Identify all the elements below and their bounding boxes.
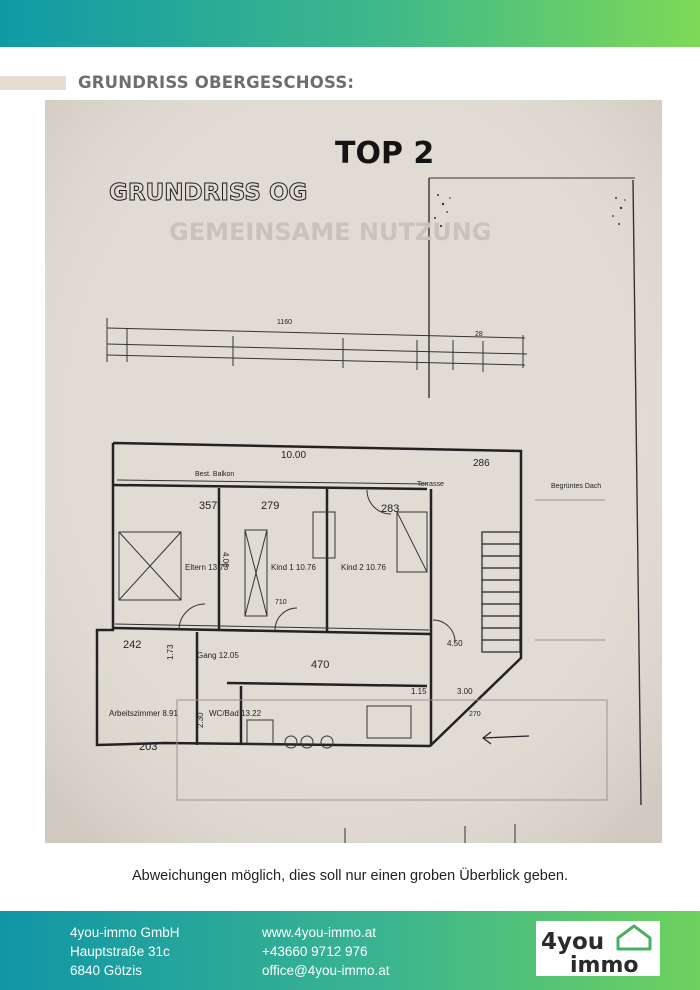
dim-10-00: 10.00 bbox=[281, 450, 306, 461]
annotation-balkon: Best. Balkon bbox=[195, 471, 234, 478]
room-label-kind1: Kind 1 10.76 bbox=[271, 563, 316, 572]
dim-357: 357 bbox=[199, 500, 217, 512]
caption: Abweichungen möglich, dies soll nur eine… bbox=[131, 868, 569, 884]
dim-203: 203 bbox=[139, 741, 157, 753]
annotation-dach: Begrüntes Dach bbox=[551, 483, 601, 490]
footer-address: 4you-immo GmbH Hauptstraße 31c 6840 Götz… bbox=[70, 923, 180, 980]
dim-242: 242 bbox=[123, 639, 141, 651]
dim-2-30: 2.30 bbox=[196, 712, 205, 728]
dim-270: 270 bbox=[469, 711, 481, 718]
footer-contact: www.4you-immo.at +43660 9712 976 office@… bbox=[262, 923, 390, 980]
top-gradient-band bbox=[0, 0, 700, 47]
footer-company: 4you-immo GmbH bbox=[70, 925, 180, 940]
room-label-kind2: Kind 2 10.76 bbox=[341, 563, 386, 572]
floor-plan-photo: TOP 2 GRUNDRISS OG GEMEINSAME NUTZUNG 11… bbox=[45, 100, 662, 843]
faded-label: GEMEINSAME NUTZUNG bbox=[169, 218, 492, 246]
room-label-eltern: Eltern 13.73 bbox=[185, 563, 229, 572]
dim-470: 470 bbox=[311, 659, 329, 671]
section-header: GRUNDRISS OBERGESCHOSS: bbox=[0, 72, 700, 94]
dim-286: 286 bbox=[473, 458, 490, 469]
footer-city: 6840 Götzis bbox=[70, 963, 143, 978]
footer-email-link[interactable]: office@4you-immo.at bbox=[262, 963, 390, 978]
dim-4-06: 4.06 bbox=[221, 552, 230, 568]
house-icon bbox=[616, 924, 652, 951]
footer-phone-link[interactable]: +43660 9712 976 bbox=[262, 944, 368, 959]
footer: 4you-immo GmbH Hauptstraße 31c 6840 Götz… bbox=[0, 911, 700, 990]
footer-website-link[interactable]: www.4you-immo.at bbox=[262, 925, 377, 940]
logo-line2: immo bbox=[570, 953, 639, 976]
section-title: GRUNDRISS OBERGESCHOSS: bbox=[78, 73, 355, 92]
dim-710: 710 bbox=[275, 599, 287, 606]
brand-logo: 4you immo bbox=[536, 921, 660, 976]
annotation-terrasse: Terrasse bbox=[417, 481, 444, 488]
room-label-wcbad: WC/Bad 13.22 bbox=[209, 709, 262, 718]
footer-street: Hauptstraße 31c bbox=[70, 944, 170, 959]
dim-4-50: 4.50 bbox=[447, 639, 463, 648]
logo-line1: 4you bbox=[541, 929, 604, 955]
dim-279: 279 bbox=[261, 500, 279, 512]
room-label-arbeitszimmer: Arbeitszimmer 8.91 bbox=[109, 709, 178, 718]
section-accent-bar bbox=[0, 76, 66, 90]
dim-1160: 1160 bbox=[277, 319, 292, 326]
dim-1-73: 1.73 bbox=[166, 644, 175, 660]
dim-3-00: 3.00 bbox=[457, 687, 473, 696]
dim-28: 28 bbox=[475, 331, 483, 338]
dim-1-15: 1.15 bbox=[411, 687, 427, 696]
floor-plan-drawing: TOP 2 GRUNDRISS OG GEMEINSAME NUTZUNG 11… bbox=[45, 100, 662, 843]
stamp-label: GRUNDRISS OG bbox=[109, 180, 307, 206]
top-label: TOP 2 bbox=[335, 136, 434, 171]
dim-283: 283 bbox=[381, 503, 399, 515]
room-label-gang: Gang 12.05 bbox=[197, 651, 239, 660]
